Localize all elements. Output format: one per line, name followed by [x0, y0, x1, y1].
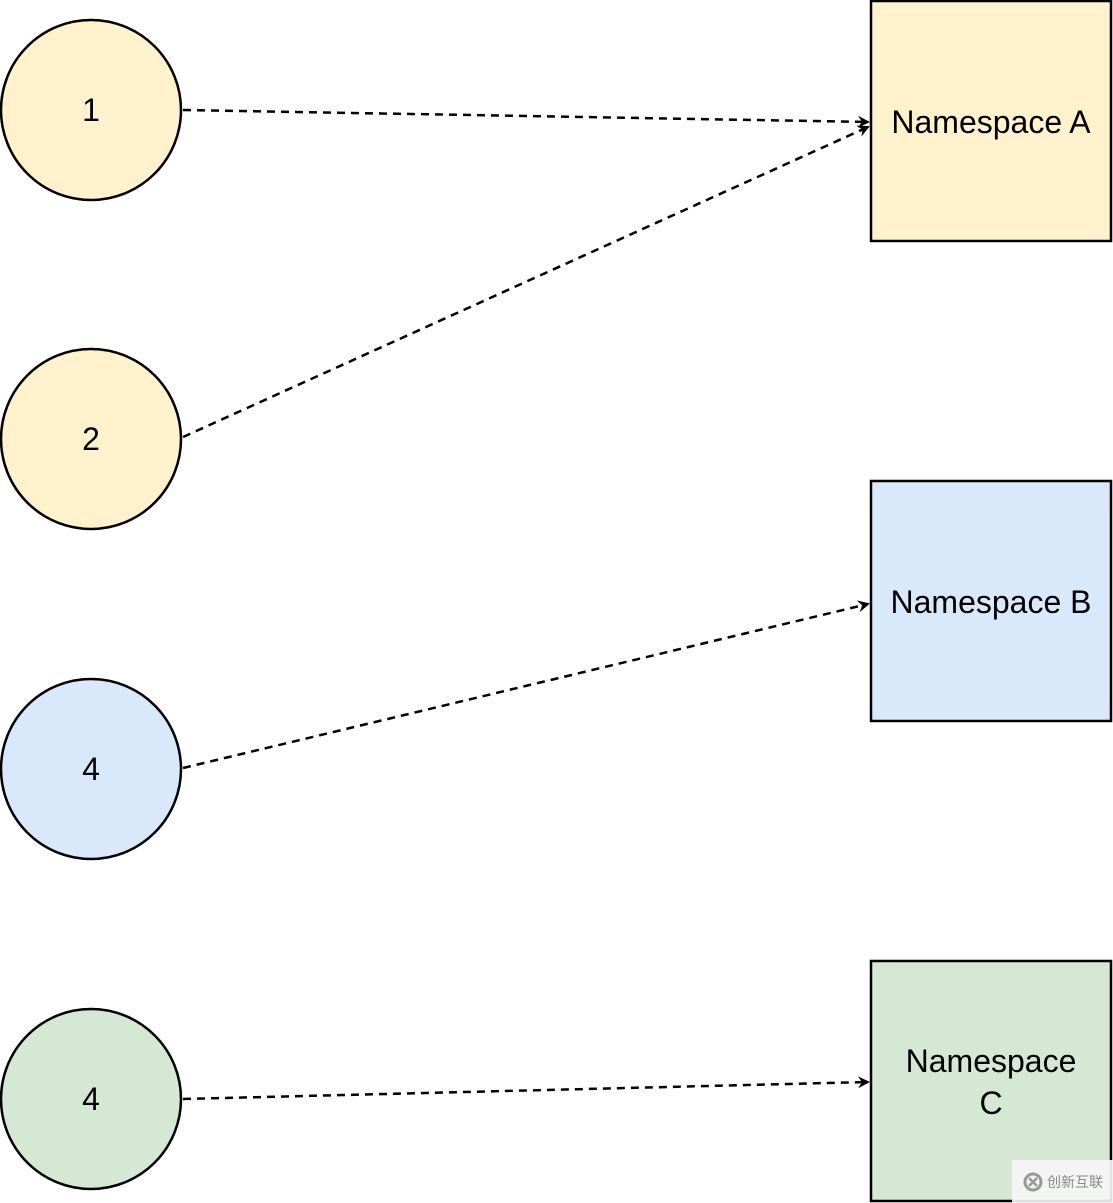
node-2[interactable]: 2 — [0, 347, 183, 531]
namespace-a[interactable]: Namespace A — [869, 0, 1113, 243]
edge-4-to-namespace-b[interactable] — [182, 600, 870, 770]
namespace-label: Namespace B — [891, 584, 1092, 620]
namespace-label-line1: Namespace — [906, 1043, 1077, 1079]
watermark-text: 创新互联 — [1047, 1173, 1103, 1190]
namespace-label-line2: C — [979, 1085, 1002, 1121]
node-4-green[interactable]: 4 — [0, 1007, 183, 1191]
node-label: 4 — [82, 1081, 100, 1117]
node-label: 2 — [82, 421, 100, 457]
edge-4-to-namespace-c[interactable] — [182, 1076, 870, 1101]
node-label: 4 — [82, 751, 100, 787]
chuangxin-logo-icon — [1023, 1172, 1043, 1191]
node-label: 1 — [82, 92, 100, 128]
watermark: 创新互联 — [1012, 1160, 1113, 1203]
namespace-b[interactable]: Namespace B — [869, 479, 1113, 723]
edge-2-to-namespace-a[interactable] — [182, 125, 870, 439]
edge-1-to-namespace-a[interactable] — [182, 108, 870, 128]
node-1[interactable]: 1 — [0, 18, 183, 202]
namespace-label: Namespace A — [891, 104, 1091, 140]
node-4-blue[interactable]: 4 — [0, 677, 183, 861]
